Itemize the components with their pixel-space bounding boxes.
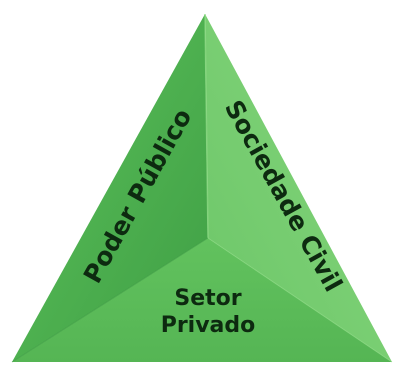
face-setor-privado [12,238,392,362]
label-privado: Privado [161,313,256,338]
face-poder-publico [12,14,208,362]
face-sociedade-civil [205,14,392,362]
ridge-right [207,237,393,363]
ridge-left [11,237,209,363]
label-setor: Setor [174,286,241,311]
ridge-vertical [204,13,209,239]
